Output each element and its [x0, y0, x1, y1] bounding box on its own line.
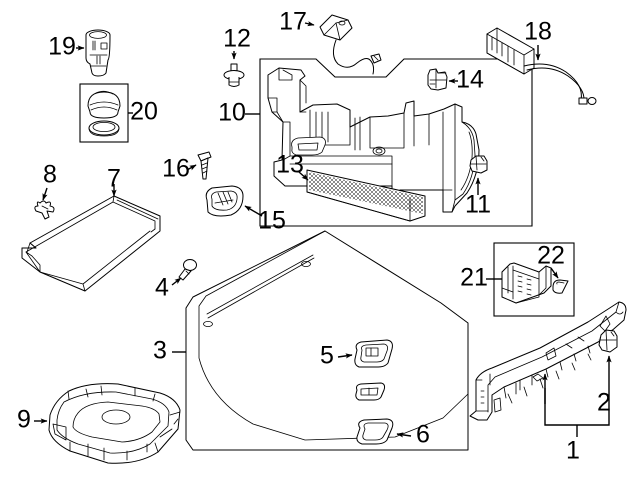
part-bezel-screw — [197, 151, 212, 180]
part-floor-cover-screw — [178, 259, 197, 281]
part-tie-down-hook-bezel — [205, 185, 244, 217]
leader-4 — [171, 277, 182, 286]
callout-15: 15 — [258, 207, 286, 235]
callout-6: 6 — [416, 421, 430, 449]
callout-7: 7 — [107, 165, 121, 193]
callout-18: 18 — [524, 18, 552, 46]
callout-19: 19 — [48, 33, 76, 61]
callout-9: 9 — [17, 406, 31, 434]
callout-17: 17 — [279, 8, 307, 36]
part-tool-kit-module — [501, 262, 552, 304]
leader-13 — [298, 171, 309, 181]
part-speaker-grille — [306, 169, 426, 222]
callout-14: 14 — [456, 66, 484, 94]
callout-2: 2 — [597, 389, 611, 417]
leader-6 — [396, 432, 412, 438]
part-tool-tray — [48, 383, 181, 464]
part-storage-cap-and-ring — [87, 90, 121, 137]
callout-22: 22 — [537, 242, 565, 270]
leader-16 — [186, 164, 197, 171]
part-floor-cover-handle-large — [354, 339, 393, 368]
callout-3: 3 — [153, 337, 167, 365]
part-sill-trim-clip — [598, 329, 618, 353]
callout-5: 5 — [320, 342, 334, 370]
part-trim-panel-fastener — [223, 63, 245, 87]
callout-labels: 1 2 3 4 5 6 7 8 9 10 11 12 13 14 15 16 1… — [17, 8, 611, 465]
part-trunk-floor-cover — [185, 230, 469, 451]
callout-8: 8 — [43, 161, 57, 189]
leader-22 — [550, 267, 559, 279]
part-cup-holder-insert — [85, 29, 111, 77]
callout-4: 4 — [155, 274, 169, 302]
callout-20: 20 — [130, 98, 158, 126]
part-wire-harness-clip — [427, 68, 448, 91]
part-tow-hook-cover-tool — [552, 279, 569, 294]
leader-5 — [337, 353, 353, 359]
floor-cover-handle-small — [355, 382, 386, 401]
leader-lines — [34, 21, 612, 438]
callout-21: 21 — [460, 264, 488, 292]
part-emergency-release-handle-cable — [486, 27, 597, 105]
leader-17 — [304, 21, 315, 27]
part-floor-cover-grommet — [356, 418, 394, 445]
part-trim-panel-clip-lower — [469, 155, 488, 174]
part-trunk-lamp-with-lead — [319, 14, 382, 75]
callout-10: 10 — [218, 99, 246, 127]
callout-13: 13 — [276, 151, 304, 179]
leader-8 — [42, 187, 48, 201]
part-load-floor-extension — [21, 195, 161, 292]
callout-12: 12 — [223, 25, 251, 53]
callout-11: 11 — [465, 191, 491, 219]
callout-16: 16 — [162, 155, 190, 183]
leader-15 — [244, 205, 263, 217]
callout-1: 1 — [566, 437, 580, 465]
part-extension-retainer-clip — [34, 200, 55, 220]
group-box-quarter-trim — [259, 58, 533, 227]
